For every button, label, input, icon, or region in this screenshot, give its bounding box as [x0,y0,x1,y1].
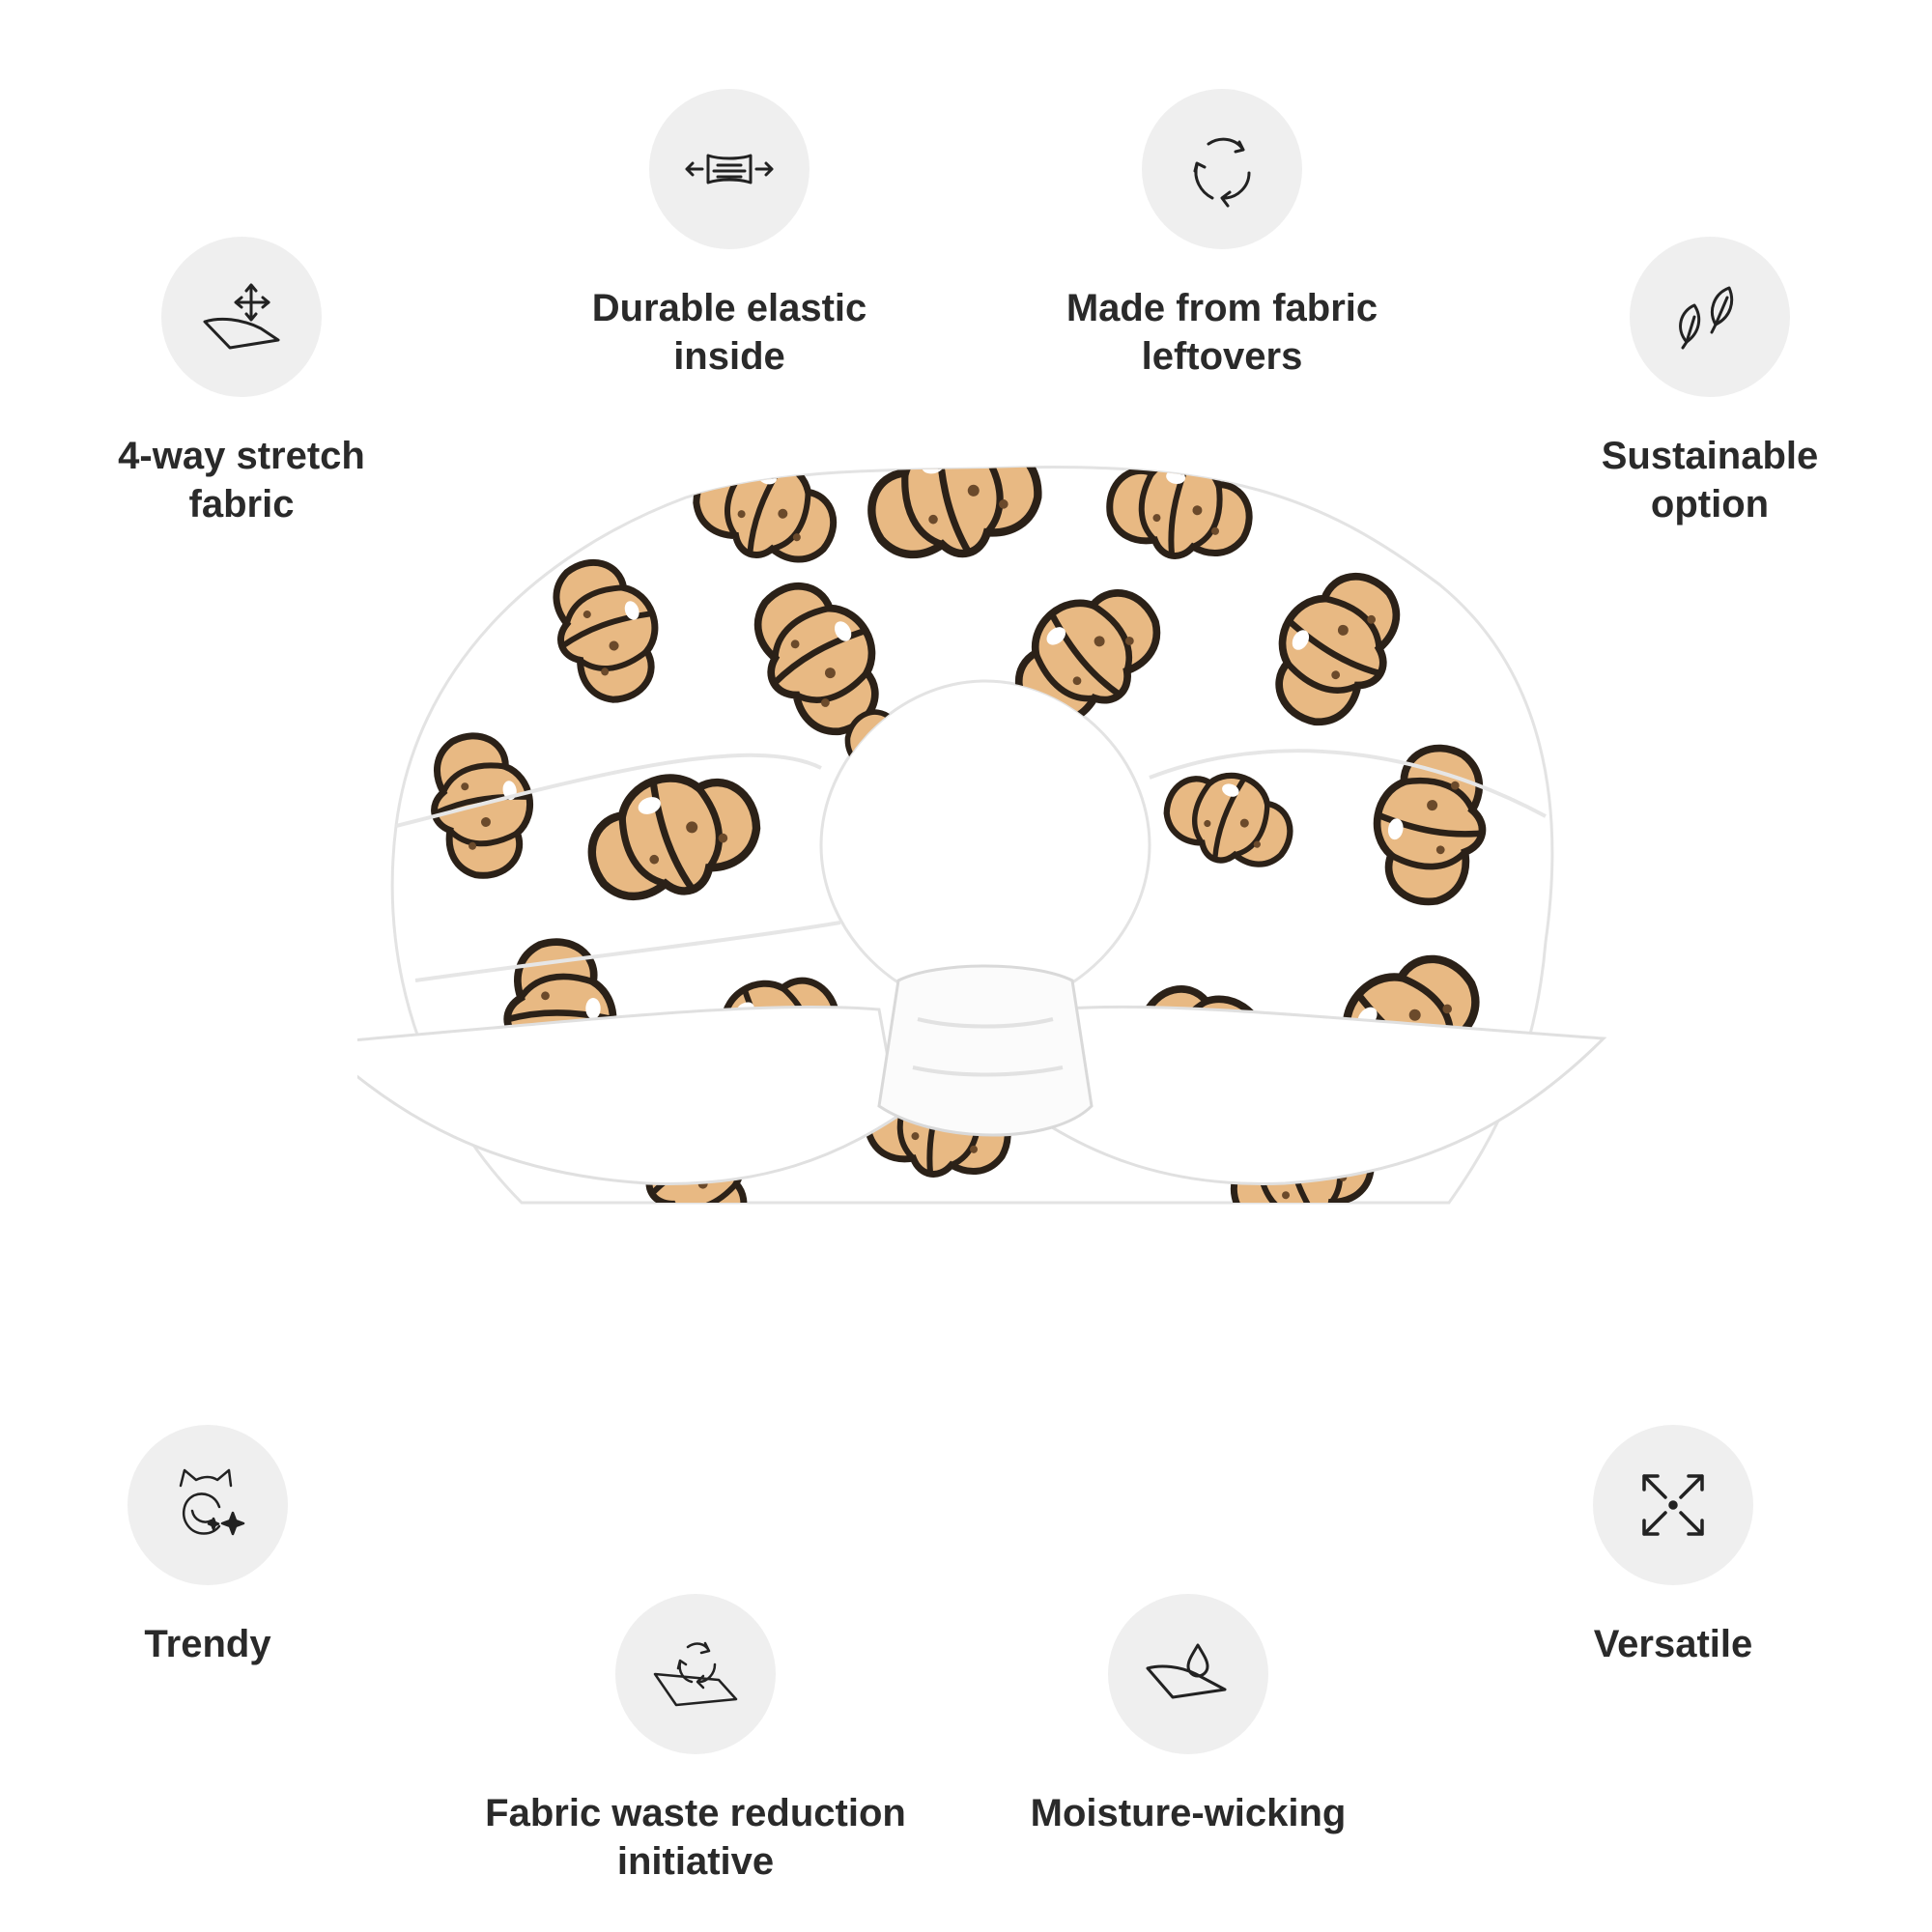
feature-sustainable: Sustainable option [1478,237,1932,528]
feature-label: Versatile [1593,1623,1753,1665]
feature-label: Trendy [144,1623,271,1665]
feature-label: Sustainable option [1601,435,1819,526]
feature-stretch: 4-way stretch fabric [10,237,473,528]
feature-label: Moisture-wicking [1030,1792,1347,1834]
feature-elastic: Durable elastic inside [497,89,961,381]
feature-label: 4-way stretch fabric [118,435,365,526]
feature-versatile: Versatile [1441,1425,1905,1668]
elastic-band-icon [649,89,810,249]
fabric-recycle-icon [615,1594,776,1754]
water-drop-fabric-icon [1108,1594,1268,1754]
expand-arrows-icon [1593,1425,1753,1585]
feature-label: Durable elastic inside [591,287,867,378]
feature-label: Made from fabric leftovers [1065,287,1378,378]
feature-trendy: Trendy [0,1425,440,1668]
cat-sparkle-icon [128,1425,288,1585]
recycle-arrows-icon [1142,89,1302,249]
feature-moisture: Moisture-wicking [956,1594,1420,1837]
stretch-fabric-icon [161,237,322,397]
leaves-icon [1630,237,1790,397]
feature-leftovers: Made from fabric leftovers [990,89,1454,381]
scrunchie-product-image [315,440,1613,1521]
feature-label: Fabric waste reduction initiative [485,1792,906,1883]
feature-waste: Fabric waste reduction initiative [464,1594,927,1886]
